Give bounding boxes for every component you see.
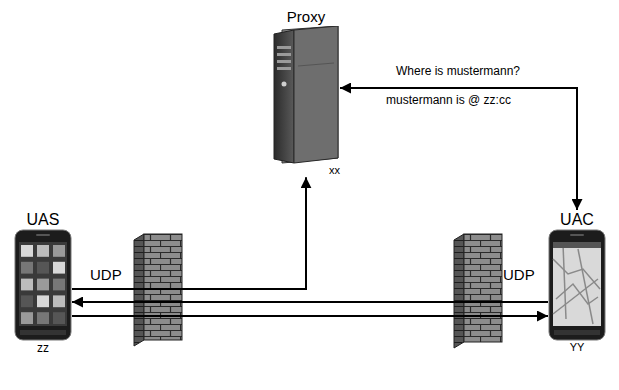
message-text: Where is mustermann?	[396, 64, 520, 78]
address-label: zz	[37, 341, 49, 355]
label-slot: UDP	[503, 266, 535, 284]
node-illustration	[548, 229, 606, 341]
node-illustration	[14, 229, 72, 341]
address-label: xx	[329, 164, 340, 177]
protocol-label: UDP	[90, 266, 122, 284]
phone-drawing	[549, 230, 605, 340]
phone-node: UAS zz	[14, 210, 72, 356]
udp-connector	[72, 315, 548, 317]
server-node: Proxy xx	[272, 8, 340, 177]
udp-connector	[340, 88, 577, 210]
label-slot: mustermann is @ zz:cc	[386, 93, 511, 107]
node-name: Proxy	[287, 8, 325, 26]
udp-connector	[72, 177, 306, 289]
server-drawing	[274, 26, 338, 163]
udp-connector	[72, 301, 548, 303]
message-text: mustermann is @ zz:cc	[386, 93, 511, 107]
firewall-right	[454, 234, 502, 348]
address-label: YY	[570, 341, 585, 354]
node-name: UAC	[560, 210, 594, 229]
label-slot: UDP	[90, 266, 122, 284]
node-name: UAS	[27, 210, 60, 229]
phone-drawing	[15, 230, 71, 340]
phone-node: UAC YY	[548, 210, 606, 354]
label-slot: Where is mustermann?	[396, 64, 520, 78]
node-illustration	[272, 26, 340, 164]
protocol-label: UDP	[503, 266, 535, 284]
